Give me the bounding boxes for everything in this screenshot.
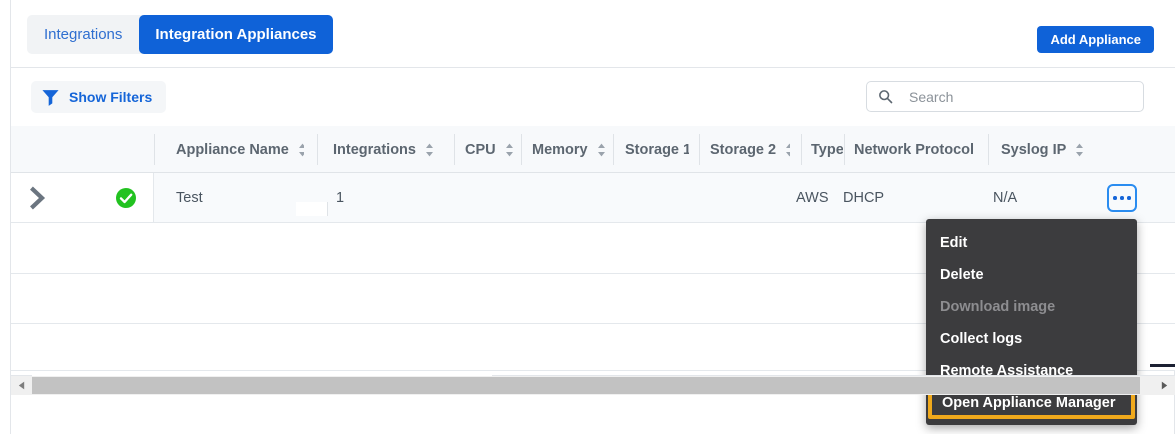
search-box[interactable] <box>866 81 1144 112</box>
cell-type: AWS <box>796 189 829 206</box>
search-input[interactable] <box>907 87 1121 106</box>
column-header-memory[interactable]: Memory <box>532 126 608 173</box>
sort-arrows-icon <box>425 143 433 156</box>
scroll-left-arrow-button[interactable] <box>11 376 32 395</box>
scroll-right-arrow-button[interactable] <box>1154 376 1175 395</box>
corner-marker <box>1150 364 1175 367</box>
row-header-cell <box>11 173 154 222</box>
column-header-syslog-ip[interactable]: Syslog IP <box>1001 126 1101 173</box>
column-divider[interactable] <box>801 134 802 165</box>
left-frame-border <box>10 0 11 434</box>
column-header-cpu[interactable]: CPU <box>465 126 513 173</box>
column-header-type[interactable]: Type <box>811 126 843 173</box>
column-header-appliance-name[interactable]: Appliance Name <box>176 126 304 173</box>
column-header-storage-1[interactable]: Storage 1 <box>625 126 689 173</box>
cell-storage-2 <box>710 173 790 222</box>
scrollbar-thumb[interactable] <box>32 377 1140 394</box>
row-actions-kebab-button[interactable] <box>1107 184 1137 212</box>
table-header-row: Appliance Name Integrations CPU Memory S… <box>11 126 1175 173</box>
cell-appliance-name: Test <box>176 189 203 206</box>
cell-memory <box>532 173 608 222</box>
column-header-integrations[interactable]: Integrations <box>333 126 443 173</box>
column-divider[interactable] <box>317 134 318 165</box>
sort-arrows-icon <box>505 143 513 156</box>
column-divider[interactable] <box>844 134 845 165</box>
column-divider[interactable] <box>699 134 700 165</box>
show-filters-button[interactable]: Show Filters <box>31 81 167 113</box>
column-divider[interactable] <box>521 134 522 165</box>
menu-item-edit[interactable]: Edit <box>940 235 968 251</box>
tab-integrations[interactable]: Integrations <box>44 26 123 43</box>
cell-syslog-ip: N/A <box>993 189 1018 206</box>
search-icon <box>867 89 893 104</box>
table-row[interactable]: Test 1 AWS DHCP N/A <box>11 173 1175 223</box>
sort-arrows-icon <box>597 143 605 156</box>
column-header-storage-2[interactable]: Storage 2 <box>710 126 790 173</box>
kebab-dot <box>1127 196 1131 200</box>
horizontal-scrollbar[interactable] <box>11 374 1175 395</box>
show-filters-label: Show Filters <box>69 89 153 105</box>
appliances-table: Appliance Name Integrations CPU Memory S… <box>11 126 1175 434</box>
scrollbar-track-highlight <box>32 374 492 376</box>
kebab-dot <box>1120 196 1124 200</box>
cell-edge-artifact <box>296 202 328 216</box>
column-divider[interactable] <box>154 134 155 165</box>
column-divider[interactable] <box>988 134 989 165</box>
column-divider[interactable] <box>454 134 455 165</box>
tab-group: Integrations Integration Appliances <box>27 15 333 54</box>
sort-arrows-icon <box>1076 143 1084 156</box>
column-divider[interactable] <box>613 134 614 165</box>
sort-arrows-icon <box>298 143 304 156</box>
add-appliance-button[interactable]: Add Appliance <box>1037 26 1154 53</box>
expand-row-chevron-icon[interactable] <box>28 186 50 210</box>
cell-integrations: 1 <box>336 189 345 206</box>
tool-strip: Show Filters <box>11 68 1175 126</box>
menu-item-download-image: Download image <box>940 299 1056 315</box>
tab-integration-appliances[interactable]: Integration Appliances <box>139 15 333 54</box>
column-header-network-protocol[interactable]: Network Protocol <box>854 126 979 173</box>
status-ok-icon <box>116 188 136 208</box>
menu-item-delete[interactable]: Delete <box>940 267 984 283</box>
funnel-icon <box>41 88 60 107</box>
cell-cpu <box>465 173 513 222</box>
cell-network-protocol: DHCP <box>843 189 885 206</box>
cell-storage-1 <box>625 173 689 222</box>
tab-bar: Integrations Integration Appliances Add … <box>11 0 1175 68</box>
kebab-dot <box>1113 196 1117 200</box>
sort-arrows-icon <box>786 143 790 156</box>
menu-item-collect-logs[interactable]: Collect logs <box>940 331 1023 347</box>
